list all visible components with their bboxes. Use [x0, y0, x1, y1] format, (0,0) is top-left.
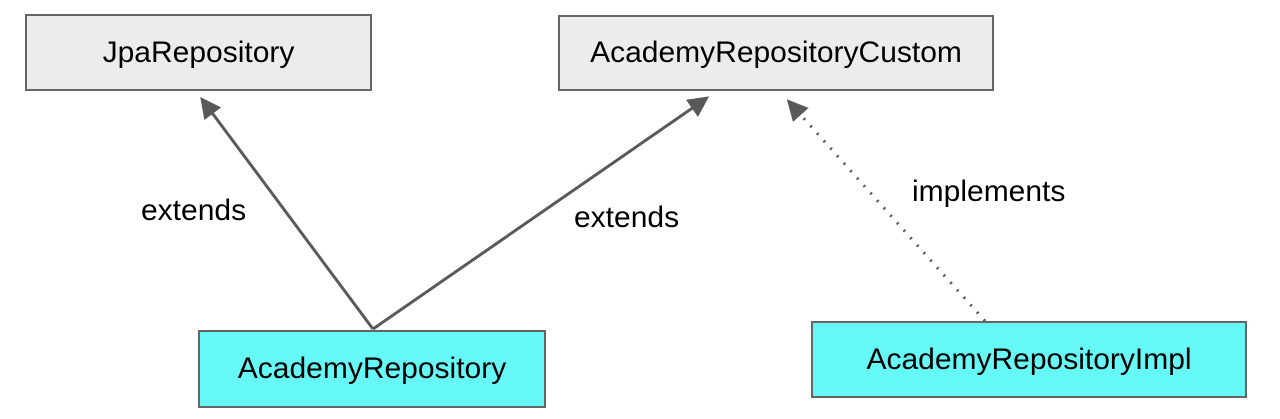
- node-jpa-repository: JpaRepository: [25, 14, 372, 91]
- edge-label-extends-jpa: extends: [141, 194, 247, 227]
- node-label-academy-repository-impl: AcademyRepositoryImpl: [866, 342, 1192, 376]
- extends-arrow-to-academy-repository-custom: [372, 96, 710, 331]
- implements-arrow-to-academy-repository-custom: [786, 99, 987, 322]
- node-label-jpa-repository: JpaRepository: [102, 35, 295, 69]
- node-academy-repository: AcademyRepository: [198, 330, 546, 408]
- node-label-academy-repository-custom: AcademyRepositoryCustom: [590, 36, 962, 69]
- edge-label-implements: implements: [912, 175, 1066, 208]
- edge-label-extends-custom: extends: [574, 201, 680, 234]
- node-academy-repository-custom: AcademyRepositoryCustom: [558, 15, 994, 91]
- node-label-academy-repository: AcademyRepository: [237, 352, 507, 385]
- extends-arrow-to-jpa-repository: [200, 96, 375, 330]
- node-academy-repository-impl: AcademyRepositoryImpl: [811, 321, 1247, 398]
